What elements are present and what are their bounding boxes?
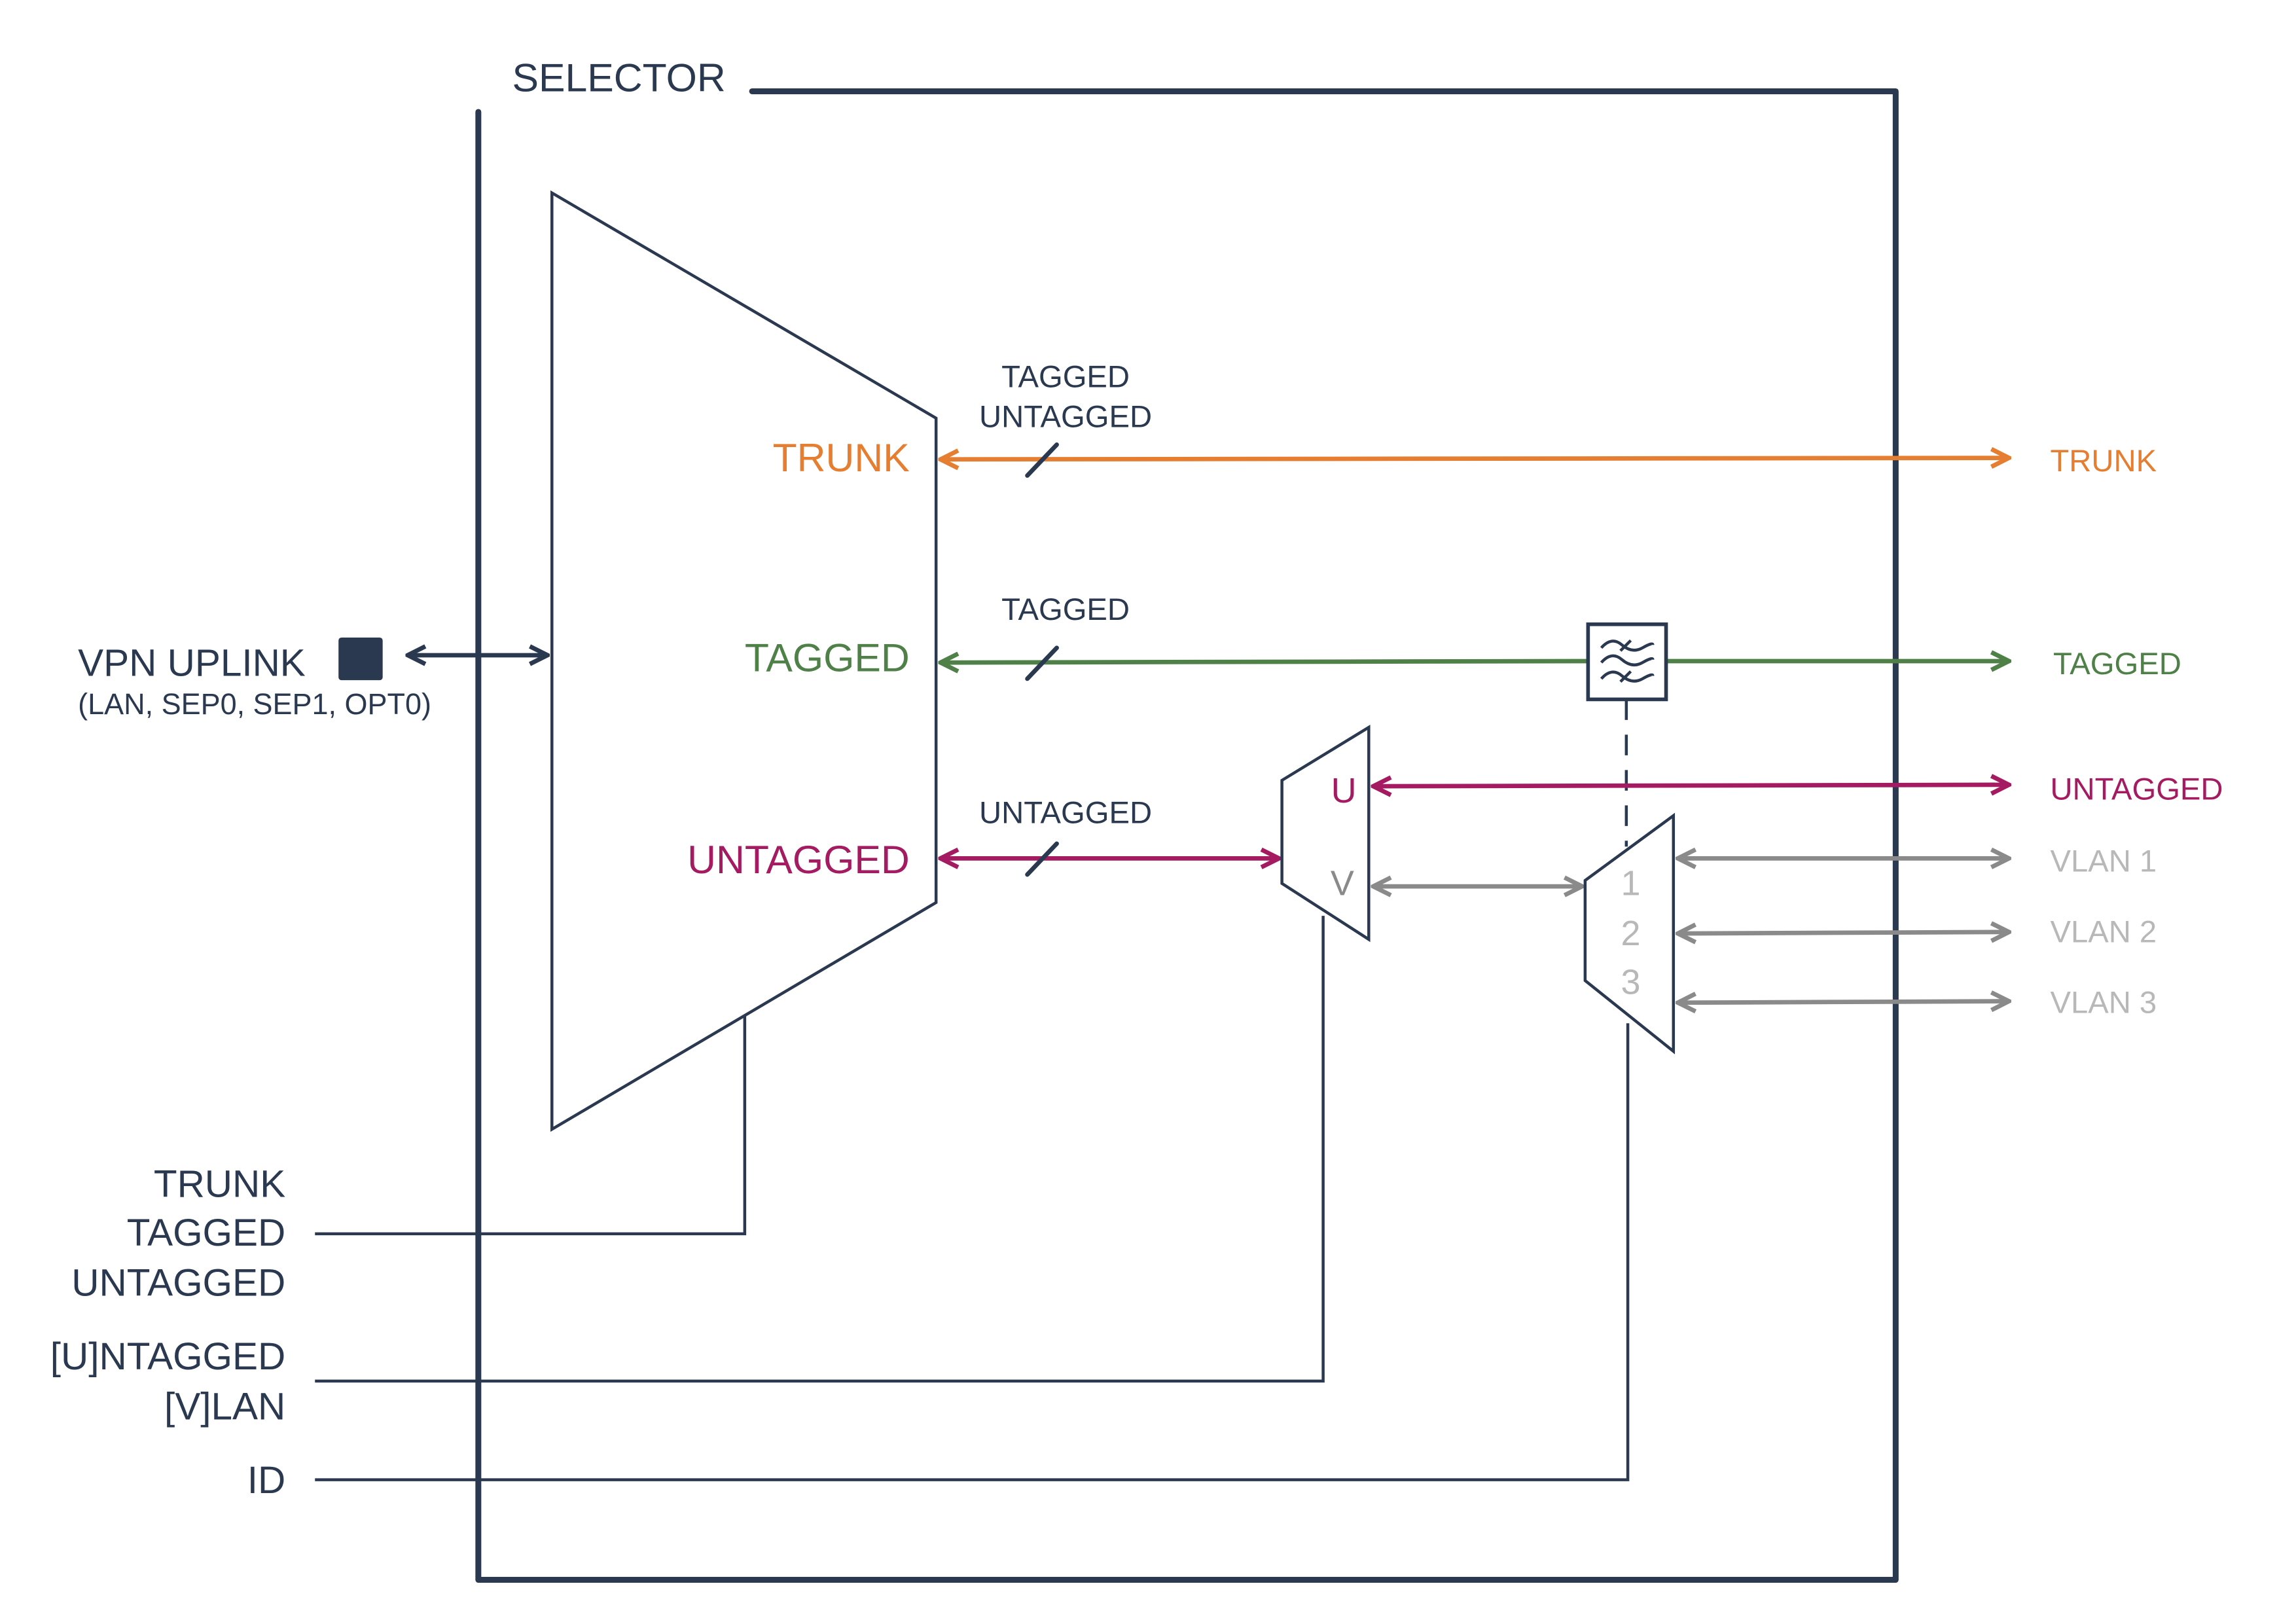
control-mode-tagged: TAGGED [127,1212,286,1254]
output-vlan-1: VLAN 1 [2050,844,2157,879]
control-id: ID [247,1459,285,1502]
vlan-mux [1583,812,1676,1055]
uv-mux [1280,725,1371,943]
output-untagged: UNTAGGED [2050,772,2223,806]
mux-output-untagged: UNTAGGED [687,837,910,882]
mode-control-line [315,1016,747,1236]
mux-output-tagged: TAGGED [745,636,910,680]
vlan-port-1: 1 [1621,864,1641,903]
output-trunk: TRUNK [2050,444,2157,478]
uv-port-v: V [1331,864,1354,903]
trunk-bus-arrow [941,458,2009,460]
output-tagged: TAGGED [2053,647,2181,681]
control-mode-untagged: UNTAGGED [71,1261,285,1304]
output-vlan-3: VLAN 3 [2050,986,2157,1020]
vlan2-arrow [1678,932,2009,933]
trunk-bus-slash [1025,442,1059,478]
main-mux [550,190,938,1132]
uplink-sublabel: (LAN, SEP0, SEP1, OPT0) [78,687,431,721]
control-mode-trunk: TRUNK [154,1163,285,1206]
trunk-bus-label-1: TAGGED [1001,360,1130,395]
vlan3-arrow [1678,1001,2009,1003]
untagged-bus-slash [1025,841,1059,877]
mux-output-trunk: TRUNK [773,435,910,480]
output-vlan-2: VLAN 2 [2050,915,2157,950]
uv-control-line [315,916,1325,1383]
selector-frame [475,88,1899,1583]
trunk-bus-label-2: UNTAGGED [979,399,1152,434]
tagged-bus-arrow-left [941,661,1588,662]
untagged-bus-label: UNTAGGED [979,795,1152,830]
tagged-bus-slash [1025,645,1059,681]
vlan-port-2: 2 [1621,914,1641,953]
frame-title: SELECTOR [512,55,726,99]
uv-port-u: U [1331,771,1357,810]
uv-untagged-arrow [1373,785,2009,786]
control-uv-vlan: [V]LAN [164,1385,285,1428]
uplink-label: VPN UPLINK [78,641,306,684]
band-pass-filter-icon [1586,622,1668,702]
control-uv-untagged: [U]NTAGGED [50,1335,285,1378]
tagged-bus-label: TAGGED [1001,592,1130,627]
id-control-line [315,1023,1630,1481]
port-square-icon [338,637,383,681]
vlan-port-3: 3 [1621,962,1641,1001]
